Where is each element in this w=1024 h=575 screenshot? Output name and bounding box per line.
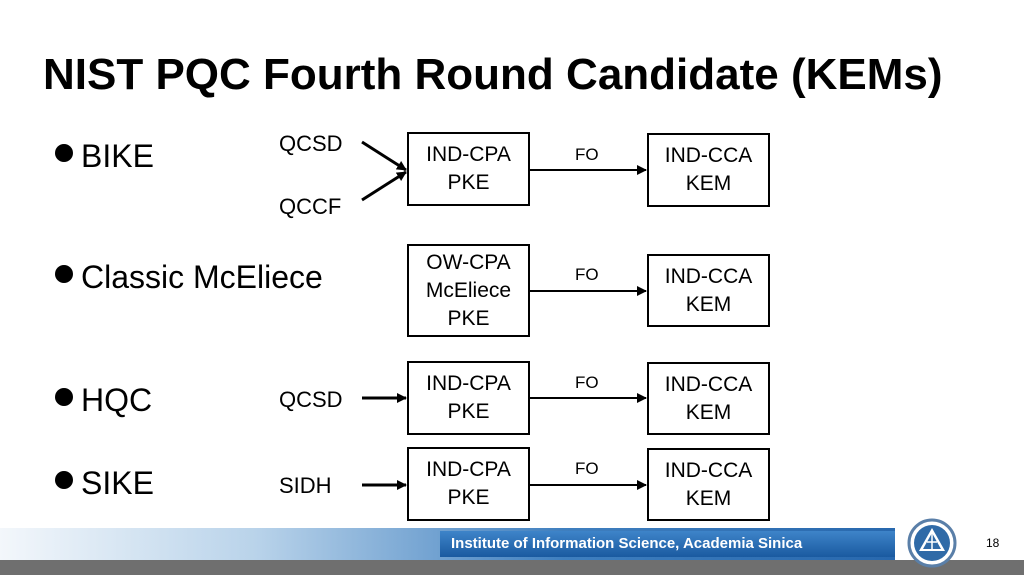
bullet-sike: SIKE <box>55 465 154 502</box>
bottom-strip <box>0 560 1024 575</box>
kem-box-hqc: IND-CCA KEM <box>647 362 770 435</box>
bullet-classic-mceliece: Classic McEliece <box>55 259 323 296</box>
box-line: IND-CPA <box>426 458 511 481</box>
box-line: OW-CPA <box>426 250 511 274</box>
bullet-dot-icon <box>55 143 73 162</box>
kem-box-mceliece: IND-CCA KEM <box>647 254 770 327</box>
input-label-qcsd: QCSD <box>279 387 343 412</box>
pke-box-sike: IND-CPA PKE <box>407 447 530 521</box>
input-label-sidh: SIDH <box>279 473 332 498</box>
box-line: IND-CPA <box>426 372 511 395</box>
box-line: KEM <box>685 400 732 424</box>
box-line: IND-CCA <box>664 372 753 396</box>
pke-box-bike: IND-CPA PKE <box>407 132 530 206</box>
bullet-dot-icon <box>55 264 73 283</box>
box-line: KEM <box>685 172 732 195</box>
box-line: KEM <box>685 292 732 316</box>
box-line: PKE <box>447 306 490 330</box>
pke-box-mceliece: OW-CPA McEliece PKE <box>407 244 530 337</box>
bullet-bike: BIKE <box>55 138 154 175</box>
fo-label: FO <box>575 265 599 284</box>
arrow-qcsd-to-pke <box>361 140 407 172</box>
box-line: IND-CCA <box>664 264 753 288</box>
bullet-label: SIKE <box>81 465 154 501</box>
footer-bar-highlight <box>440 531 895 557</box>
box-line: PKE <box>447 486 490 509</box>
box-line: IND-CCA <box>664 458 753 482</box>
footer-bar <box>0 528 1024 560</box>
box-line: McEliece <box>425 278 512 302</box>
bullet-label: BIKE <box>81 138 154 174</box>
bullet-label: Classic McEliece <box>81 259 323 295</box>
bullet-dot-icon <box>55 470 73 489</box>
bullet-dot-icon <box>55 387 73 406</box>
academia-sinica-seal-icon <box>907 518 957 568</box>
pke-box-hqc: IND-CPA PKE <box>407 361 530 435</box>
box-line: IND-CPA <box>426 143 511 166</box>
input-label-qcsd: QCSD <box>279 131 343 156</box>
bullet-hqc: HQC <box>55 382 152 419</box>
footer-institute: Institute of Information Science, Academ… <box>451 535 803 552</box>
kem-box-sike: IND-CCA KEM <box>647 448 770 521</box>
arrow-qccf-to-pke <box>361 170 407 202</box>
box-line: PKE <box>447 400 490 423</box>
fo-label: FO <box>575 373 599 392</box>
fo-label: FO <box>575 459 599 478</box>
page-number: 18 <box>986 536 1000 550</box>
kem-box-bike: IND-CCA KEM <box>647 133 770 207</box>
bullet-label: HQC <box>81 382 153 418</box>
box-line: PKE <box>447 171 490 194</box>
box-line: IND-CCA <box>664 144 753 167</box>
slide-title: NIST PQC Fourth Round Candidate (KEMs) <box>43 50 943 99</box>
fo-label: FO <box>575 145 599 164</box>
input-label-qccf: QCCF <box>279 194 342 219</box>
box-line: KEM <box>685 486 732 510</box>
